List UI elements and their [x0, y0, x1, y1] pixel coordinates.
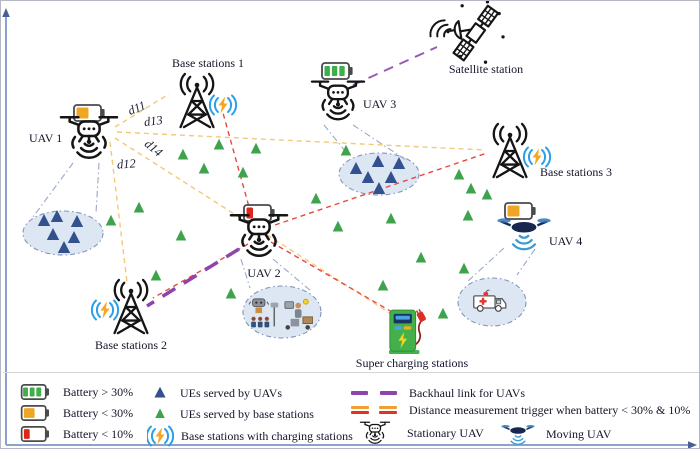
- uav3-drone-icon: [309, 74, 367, 126]
- ambulance-icon: [471, 288, 509, 314]
- legend-label: UEs served by UAVs: [180, 386, 283, 400]
- legend-item-stationary-uav: Stationary UAV: [359, 418, 484, 447]
- legend-label: Battery < 10%: [63, 427, 134, 441]
- legend-item-distance-trigger: Distance measurement trigger when batter…: [351, 404, 690, 416]
- base-station-2-label: Base stations 2: [95, 338, 167, 352]
- base-station-3-label: Base stations 3: [540, 165, 612, 179]
- legend-item-moving-uav: Moving UAV: [501, 421, 611, 446]
- uav3-label: UAV 3: [363, 97, 397, 111]
- legend-label: Base stations with charging stations: [181, 429, 353, 443]
- uav2-label: UAV 2: [247, 266, 281, 280]
- legend-label: Distance measurement trigger when batter…: [409, 403, 691, 417]
- legend-label: UEs served by base stations: [180, 407, 314, 421]
- legend-item-battery-low: Battery < 10%: [20, 425, 133, 443]
- legend-item-battery-mid: Battery < 30%: [20, 404, 133, 422]
- uav4-moving-drone-icon: [497, 212, 551, 252]
- base-station-1-icon: [166, 72, 228, 130]
- legend-label: Moving UAV: [546, 426, 612, 441]
- base-station-1-label: Base stations 1: [172, 56, 244, 70]
- distance-label-d13: d13: [143, 112, 164, 130]
- uav4-label: UAV 4: [549, 234, 583, 248]
- legend-item-backhaul: Backhaul link for UAVs: [351, 387, 525, 399]
- super-charging-station-icon: [387, 308, 429, 356]
- distance-label-d12: d12: [116, 156, 137, 172]
- satellite-label: Satellite station: [448, 62, 524, 76]
- super-charging-station-label: Super charging stations: [355, 356, 469, 370]
- legend-item-battery-high: Battery > 30%: [20, 383, 133, 401]
- legend-label: Backhaul link for UAVs: [409, 386, 526, 400]
- distance-trigger-line-icon: [351, 406, 397, 414]
- legend-label: Stationary UAV: [407, 425, 484, 440]
- satellite-icon: [427, 0, 509, 70]
- base-station-3-icon: [479, 122, 541, 180]
- battery-high-icon: [20, 383, 50, 400]
- uav1-drone-icon: [58, 109, 120, 165]
- legend-item-ues-bs: UEs served by base stations: [150, 405, 314, 423]
- battery-mid-icon: [20, 404, 50, 421]
- charging-station-icon: [147, 425, 174, 447]
- base-station-2-icon: [100, 278, 162, 336]
- blue-triangle-icon: [154, 386, 166, 398]
- backhaul-line-icon: [351, 391, 397, 395]
- stationary-uav-icon: [359, 418, 391, 447]
- legend-item-bs-charging: Base stations with charging stations: [147, 425, 353, 447]
- uav1-label: UAV 1: [29, 131, 63, 145]
- legend-label: Battery < 30%: [63, 406, 134, 420]
- green-triangle-icon: [155, 408, 165, 419]
- legend-label: Battery > 30%: [63, 385, 134, 399]
- moving-uav-icon: [501, 421, 535, 446]
- legend-item-ues-uav: UEs served by UAVs: [150, 384, 282, 402]
- uav2-drone-icon: [228, 207, 290, 263]
- ground-users-icons: [248, 296, 318, 334]
- battery-low-icon: [20, 425, 50, 442]
